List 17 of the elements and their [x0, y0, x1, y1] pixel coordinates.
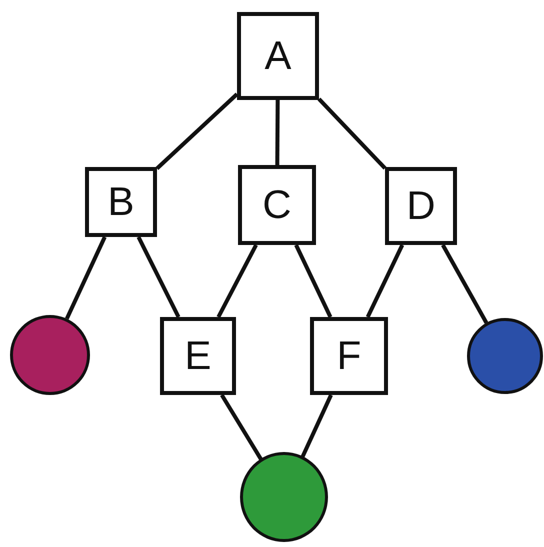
connector-line [294, 244, 332, 318]
connector-line [65, 236, 107, 320]
letter-box: C [238, 165, 316, 245]
connector-line [220, 394, 263, 460]
connector-line [441, 244, 488, 324]
letter-box: A [237, 12, 319, 100]
connector-line [300, 394, 333, 458]
connector-line [275, 100, 280, 166]
connector-line [318, 98, 386, 170]
letter-box: E [160, 317, 236, 395]
connector-line [136, 236, 180, 318]
connector-line [156, 92, 238, 170]
letter-box: F [310, 317, 388, 395]
letter-box: B [85, 167, 157, 237]
letter-box: D [385, 167, 457, 245]
connector-line [216, 244, 258, 318]
connector-line [366, 244, 404, 318]
